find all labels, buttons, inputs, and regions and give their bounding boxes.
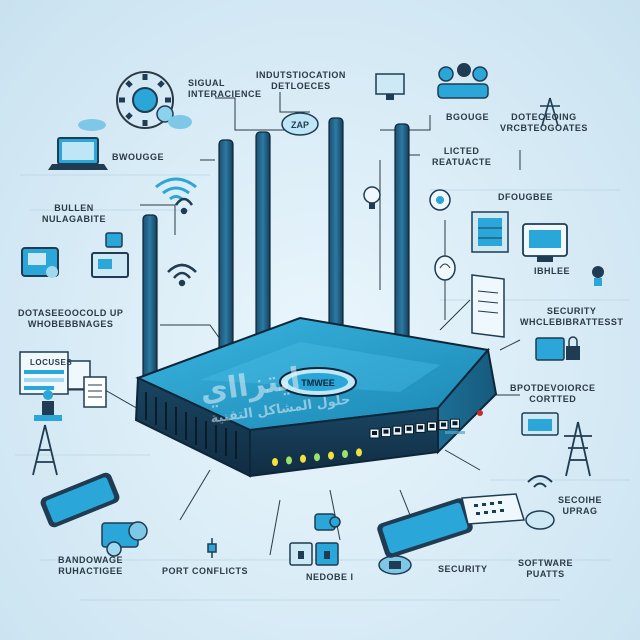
cloud-text: ZAP <box>291 120 309 130</box>
port-label-strip <box>445 431 465 434</box>
wifi-icon <box>528 476 552 487</box>
wifi-icon <box>168 265 196 285</box>
label-security-bottom: SECURITY <box>438 564 488 575</box>
monitor-small-icon <box>92 233 128 277</box>
label-line: NULAGABITE <box>42 214 106 225</box>
label-line: DOTECEOING <box>500 112 588 123</box>
label-bpotdevoiorce: BPOTDEVOIORCE CORTTED <box>510 383 596 405</box>
label-bgouge: BGOUGE <box>446 112 489 123</box>
label-line: DOTASEEOOCOLD UP <box>18 308 123 319</box>
label-security-top: SECURITY WHCLEBIBRATTESST <box>520 306 623 328</box>
label-line: DETLOECES <box>256 81 346 92</box>
label-licted: LICTED REATUACTE <box>432 146 491 168</box>
speaker-icon <box>592 266 604 286</box>
label-line: RUHACTIGEE <box>58 566 123 577</box>
smartphone-icon <box>39 471 121 529</box>
label-secoihe: SECOIHE UPRAG <box>558 495 602 517</box>
label-line: WHOBEBBNAGES <box>18 319 123 330</box>
label-nedobe: NEDOBE I <box>306 572 354 583</box>
label-bullen: BULLEN NULAGABITE <box>42 203 106 225</box>
mouse-icon <box>526 511 554 529</box>
ethernet-port-slot <box>384 430 389 434</box>
ethernet-port-slot <box>372 431 377 435</box>
puzzle-icon <box>315 514 340 530</box>
label-line: BANDOWAGE <box>58 555 123 566</box>
label-line: CORTTED <box>510 394 596 405</box>
label-dotaseeoocold: DOTASEEOOCOLD UP WHOBEBBNAGES <box>18 308 123 330</box>
status-led <box>356 448 362 456</box>
label-dfougbee: DFOUGBEE <box>498 192 553 203</box>
antenna-tower-icon <box>33 425 57 475</box>
label-line: BULLEN <box>42 203 106 214</box>
router-logo-text: TMWEE <box>301 378 335 388</box>
label-ibhlee: IBHLEE <box>534 266 570 277</box>
status-led <box>300 455 306 463</box>
keyboard-icon <box>462 494 524 524</box>
label-line: WHCLEBIBRATTESST <box>520 317 623 328</box>
label-line: BPOTDEVOIORCE <box>510 383 596 394</box>
people-group-icon <box>438 63 488 98</box>
power-tower-icon <box>564 422 592 476</box>
laptop-icon <box>522 413 558 435</box>
ethernet-port-slot <box>418 425 423 429</box>
label-line: SOFTWARE <box>518 558 573 569</box>
antenna-4 <box>395 124 409 354</box>
status-led <box>286 456 292 464</box>
cloud-icon <box>78 119 106 131</box>
label-line: INTERACIENCE <box>188 89 262 100</box>
smartphone-icon <box>376 497 475 560</box>
label-port-conflicts: PORT CONFLICTS <box>162 566 248 577</box>
fingerprint-icon <box>435 256 455 280</box>
document-stack-icon <box>472 275 504 337</box>
label-line: LICTED <box>432 146 491 157</box>
security-shield-icon <box>430 190 450 210</box>
server-rack-icon <box>472 212 508 252</box>
plug-icon <box>208 538 216 558</box>
desktop-icon <box>376 74 404 100</box>
status-led <box>272 458 278 466</box>
wifi-icon <box>156 179 196 199</box>
puzzle-gear-icon <box>102 522 147 556</box>
ethernet-port-slot <box>407 427 412 431</box>
label-signal-interference: SIGUAL INTERACIENCE <box>188 78 262 100</box>
ethernet-port-slot <box>395 428 400 432</box>
documents-icon <box>68 361 106 407</box>
label-line: SIGUAL <box>188 78 262 89</box>
label-bandowage: BANDOWAGE RUHACTIGEE <box>58 555 123 577</box>
status-led <box>328 452 334 460</box>
label-line: UPRAG <box>558 506 602 517</box>
label-line: VRCBTEOGOATES <box>500 123 588 134</box>
label-line: SECOIHE <box>558 495 602 506</box>
gear-cluster-icon <box>117 72 192 129</box>
ethernet-port-slot <box>441 423 446 427</box>
label-line: PUATTS <box>518 569 573 580</box>
laptop-icon <box>48 138 108 170</box>
label-locuses: LOCUSES <box>30 357 72 368</box>
status-led <box>342 450 348 458</box>
label-line: SECURITY <box>520 306 623 317</box>
lightbulb-icon <box>364 187 380 209</box>
ethernet-port-slot <box>430 424 435 428</box>
label-industrial-location: INDUTSTIOCATION DETLOECES <box>256 70 346 92</box>
ethernet-port-slot <box>453 421 458 425</box>
locked-boxes-icon <box>290 543 338 565</box>
label-line: INDUTSTIOCATION <box>256 70 346 81</box>
label-software-patts: SOFTWARE PUATTS <box>518 558 573 580</box>
wifi-icon <box>176 199 192 213</box>
locked-devices-icon <box>536 337 580 360</box>
status-led <box>314 453 320 461</box>
label-line: REATUACTE <box>432 157 491 168</box>
label-bwougge: BWOUGGE <box>112 152 164 163</box>
label-doteceoing: DOTECEOING VRCBTEOGOATES <box>500 112 588 134</box>
cloud-icon <box>379 556 411 574</box>
device-box-icon <box>22 248 58 278</box>
power-led-icon <box>477 410 483 416</box>
monitor-icon <box>523 224 567 262</box>
